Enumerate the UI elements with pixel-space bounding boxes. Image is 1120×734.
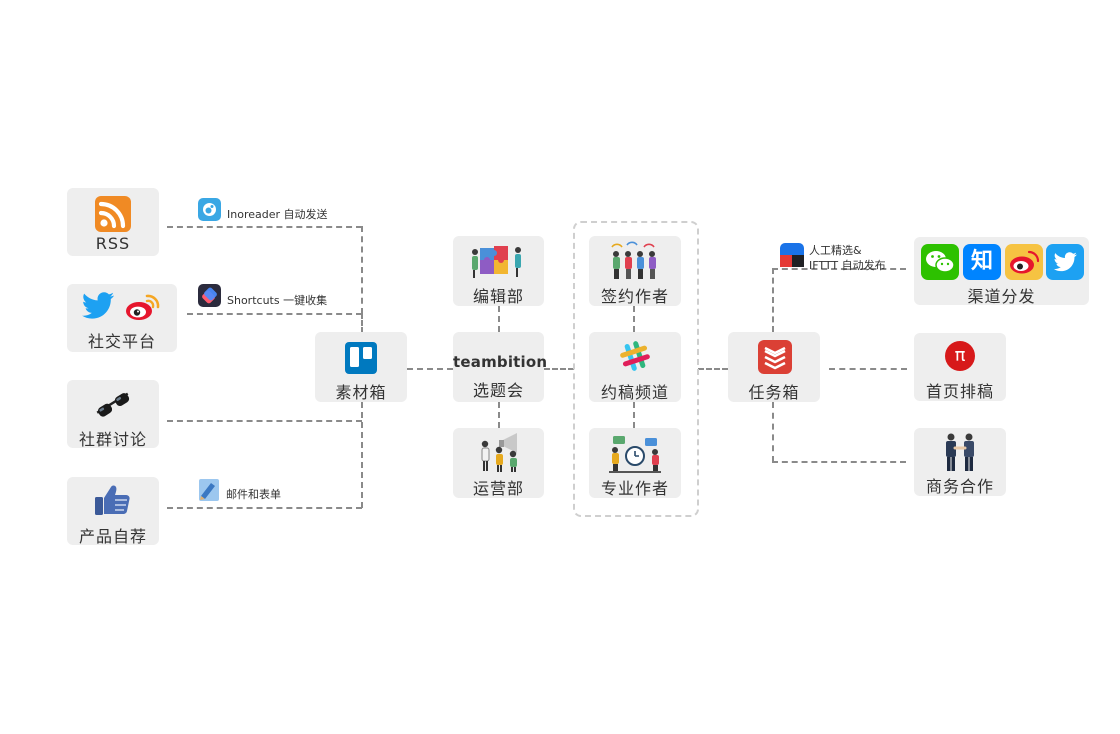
node-teambition: teambition 选题会 [453, 332, 548, 402]
node-materials: 素材箱 [315, 332, 407, 402]
pro-authors-label: 专业作者 [600, 479, 669, 498]
line-teambition-authors [544, 368, 574, 370]
teambition-logo: teambition [453, 353, 548, 371]
node-operations: 运营部 [453, 428, 544, 498]
line-top-drop [361, 313, 363, 333]
mail-app-icon [199, 479, 219, 501]
line-bottom-vertical [361, 402, 363, 508]
line-channel-pro [633, 402, 635, 428]
line-tasks-down [772, 402, 774, 462]
rss-label: RSS [95, 234, 131, 253]
materials-label: 素材箱 [335, 383, 387, 402]
author-group-box [573, 221, 699, 517]
weibo-icon [126, 294, 160, 320]
line-authors-tasks [698, 368, 728, 370]
editorial-label: 编辑部 [472, 287, 524, 306]
node-tasks: 任务箱 [728, 332, 820, 402]
signal-people-icon [611, 241, 656, 279]
node-homepage: π 首页排稿 [914, 333, 1006, 401]
thumbs-up-icon [95, 485, 130, 515]
line-teambition-operations [498, 402, 500, 428]
line-editorial-teambition [498, 306, 500, 332]
line-to-business [772, 461, 906, 463]
ifttt-icon [780, 243, 804, 267]
line-community [167, 420, 362, 422]
social-label: 社交平台 [87, 332, 156, 351]
line-signed-channel [633, 306, 635, 332]
node-signed-authors: 签约作者 [589, 236, 681, 306]
signed-authors-label: 签约作者 [600, 287, 669, 306]
line-top-vertical [361, 226, 363, 314]
node-editorial: 编辑部 [453, 236, 544, 306]
node-distribution: 知 渠道分发 [914, 237, 1089, 306]
line-social [187, 313, 362, 315]
todoist-icon [758, 340, 792, 374]
anno-ifttt-line1: 人工精选& [809, 244, 862, 257]
anno-mail: 邮件和表单 [226, 488, 281, 501]
distribution-label: 渠道分发 [967, 287, 1036, 306]
line-tasks-up [772, 268, 774, 332]
twitter-icon [82, 292, 115, 319]
community-label: 社群讨论 [78, 430, 147, 449]
business-label: 商务合作 [925, 477, 994, 496]
product-label: 产品自荐 [78, 527, 147, 546]
line-rss [167, 226, 362, 228]
line-to-homepage [829, 368, 907, 370]
shortcuts-icon [198, 284, 221, 307]
node-community: 社群讨论 [67, 380, 159, 449]
glasses-icon [96, 392, 130, 417]
anno-shortcuts: Shortcuts 一键收集 [227, 294, 328, 307]
inoreader-icon [198, 198, 221, 221]
node-business: 商务合作 [914, 428, 1006, 496]
zhihu-icon: 知 [963, 244, 1001, 280]
node-product: 产品自荐 [67, 477, 159, 546]
operations-label: 运营部 [472, 479, 524, 498]
homepage-label: 首页排稿 [925, 382, 994, 401]
sspai-icon: π [945, 341, 975, 371]
slack-icon [620, 341, 650, 371]
teambition-label: 选题会 [472, 381, 524, 400]
node-social: 社交平台 [67, 284, 177, 352]
node-rss: RSS [67, 188, 159, 256]
line-materials-teambition [407, 368, 453, 370]
weibo-icon [1005, 244, 1043, 280]
wechat-icon [921, 244, 959, 280]
line-to-distribution [772, 268, 906, 270]
node-channel: 约稿频道 [589, 332, 681, 402]
line-product [167, 507, 362, 509]
node-pro-authors: 专业作者 [589, 428, 681, 498]
tasks-label: 任务箱 [748, 383, 800, 402]
anno-inoreader: Inoreader 自动发送 [227, 208, 328, 221]
anno-ifttt-line2: IFTTT 自动发布 [809, 259, 886, 272]
megaphone-people-icon [481, 433, 517, 472]
puzzle-people-icon [472, 246, 521, 278]
channel-label: 约稿频道 [600, 383, 669, 402]
twitter-icon [1046, 244, 1084, 280]
handshake-people-icon [946, 433, 974, 471]
rss-icon [95, 196, 131, 232]
clock-people-icon [609, 436, 661, 473]
trello-icon [345, 342, 377, 374]
